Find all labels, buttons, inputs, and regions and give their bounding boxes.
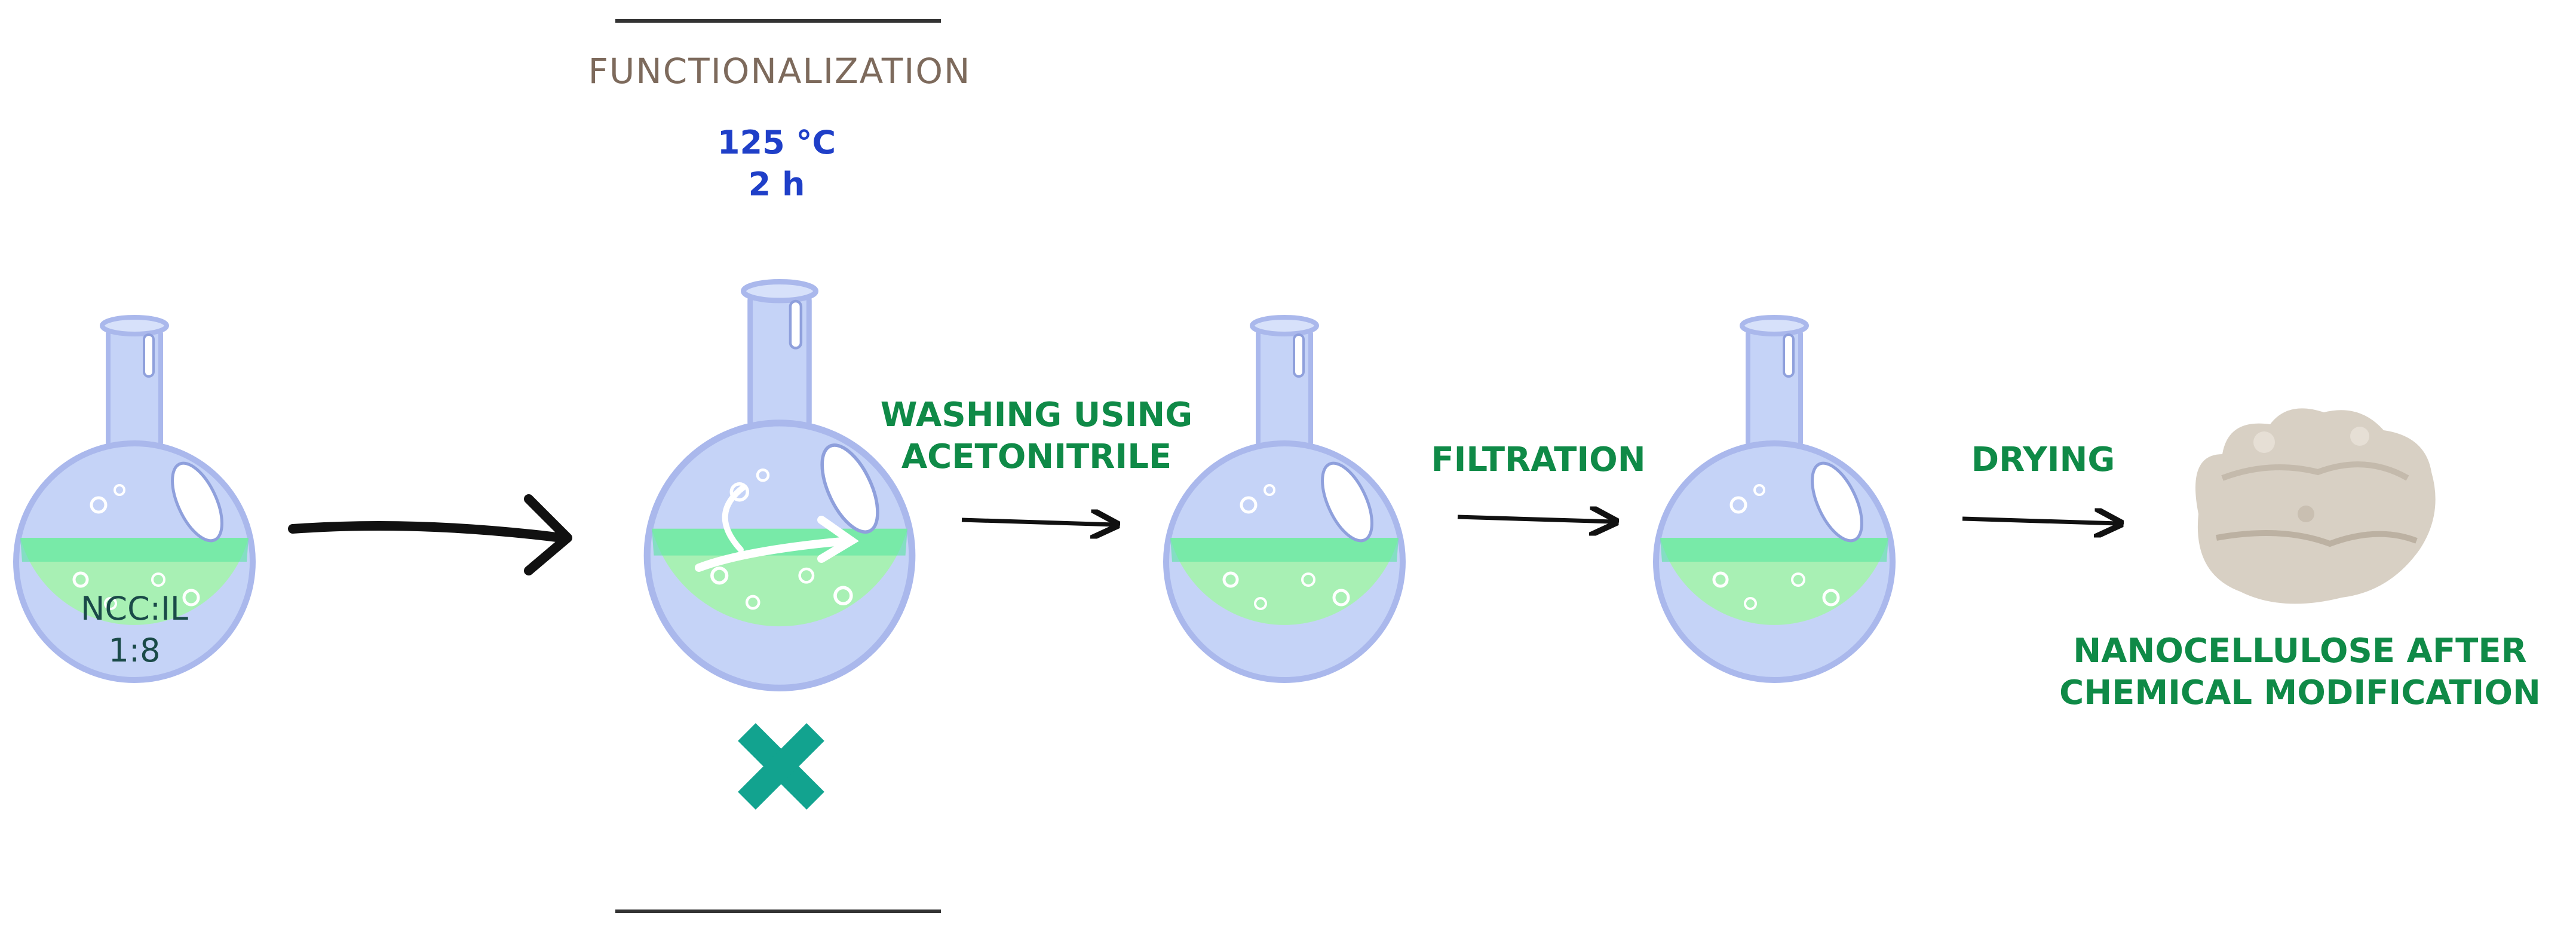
flask-label-ratio-name: NCC:IL <box>80 590 188 627</box>
arrow-to-drying <box>1962 519 2118 523</box>
stage-title: FUNCTIONALIZATION <box>588 51 971 91</box>
flask-label-ratio-value: 1:8 <box>108 632 161 669</box>
stirring-arrow-head <box>817 516 859 563</box>
flask-icon-functionalization <box>647 282 912 688</box>
product-line1: NANOCELLULOSE AFTER <box>2073 632 2527 670</box>
magnetic-stirrer-x-icon <box>738 723 824 810</box>
condition-time: 2 h <box>748 166 805 203</box>
condition-temperature: 125 °C <box>717 124 836 161</box>
step-filtration: FILTRATION <box>1431 440 1646 479</box>
flask-icon-washing <box>1166 317 1403 680</box>
flask-icon-filtration <box>1656 317 1893 680</box>
step-drying: DRYING <box>1971 440 2115 479</box>
cellulose-powder-icon <box>2195 408 2436 604</box>
arrow-to-functionalization <box>288 521 566 543</box>
product-line2: CHEMICAL MODIFICATION <box>2059 673 2541 712</box>
stirring-arrow-icon <box>695 537 852 572</box>
step-washing-line2: ACETONITRILE <box>901 437 1172 476</box>
arrow-to-filtration <box>1457 517 1613 522</box>
step-washing-line1: WASHING USING <box>880 396 1193 434</box>
arrow-head-bold <box>524 494 572 575</box>
arrow-to-washing <box>961 520 1114 525</box>
